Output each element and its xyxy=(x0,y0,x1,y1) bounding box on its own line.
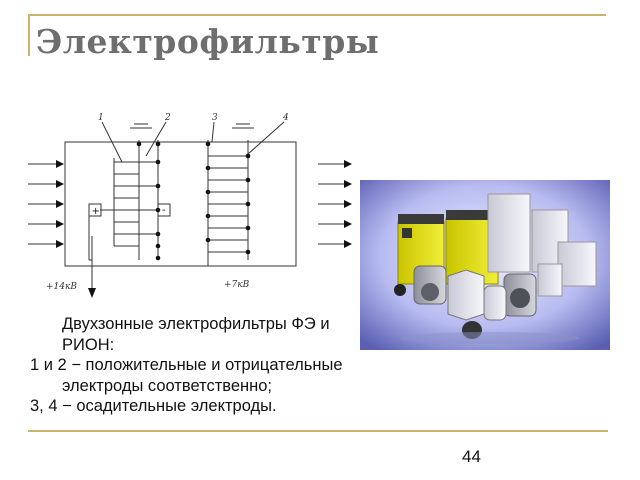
label-voltage-left: +14кВ xyxy=(46,282,77,292)
slide-title: Электрофильтры xyxy=(36,22,380,61)
bottom-rule xyxy=(28,430,608,432)
inlet-arrowheads xyxy=(56,160,64,248)
shadow xyxy=(400,332,580,344)
collector-plates xyxy=(208,155,248,253)
connection-dots xyxy=(136,141,251,261)
cylinder-unit-3 xyxy=(503,273,537,317)
label-voltage-right: +7кВ xyxy=(224,280,250,290)
caption-line-2: 1 и 2 − положительные и отрицательные эл… xyxy=(30,356,343,395)
supply-arrow xyxy=(88,288,96,298)
label-electrode-3: 3 xyxy=(212,113,218,123)
white-cabinet-2 xyxy=(531,209,569,273)
caption: Двухзонные электрофильтры ФЭ и РИОН: 1 и… xyxy=(30,314,348,417)
label-plus: + xyxy=(92,206,100,217)
filter-housing xyxy=(64,141,297,267)
page-number: 44 xyxy=(462,447,481,466)
left-rule xyxy=(28,14,30,56)
product-photo xyxy=(360,180,610,350)
cylinder-unit-4 xyxy=(483,285,507,321)
caption-line-3: 3, 4 − осадительные электроды. xyxy=(30,397,277,415)
white-cabinet-1 xyxy=(487,193,531,273)
inlet-arrows xyxy=(28,163,56,245)
electrofilter-schematic: 1 2 3 4 + - +14кВ +7кВ xyxy=(28,113,352,298)
top-rule xyxy=(28,14,606,16)
outlet-arrows xyxy=(318,163,344,245)
outlet-arrowheads xyxy=(344,160,352,248)
cylinder-unit-2 xyxy=(447,269,485,321)
caption-line-1: Двухзонные электрофильтры ФЭ и РИОН: xyxy=(62,315,330,354)
ionizer-plates xyxy=(114,161,158,247)
label-electrode-2: 2 xyxy=(164,113,171,123)
label-electrode-4: 4 xyxy=(282,113,289,123)
label-electrode-1: 1 xyxy=(98,113,104,123)
label-minus: - xyxy=(162,205,166,216)
white-box-right xyxy=(557,241,597,287)
cylinder-unit-1 xyxy=(413,265,447,305)
white-box-small xyxy=(537,263,563,297)
